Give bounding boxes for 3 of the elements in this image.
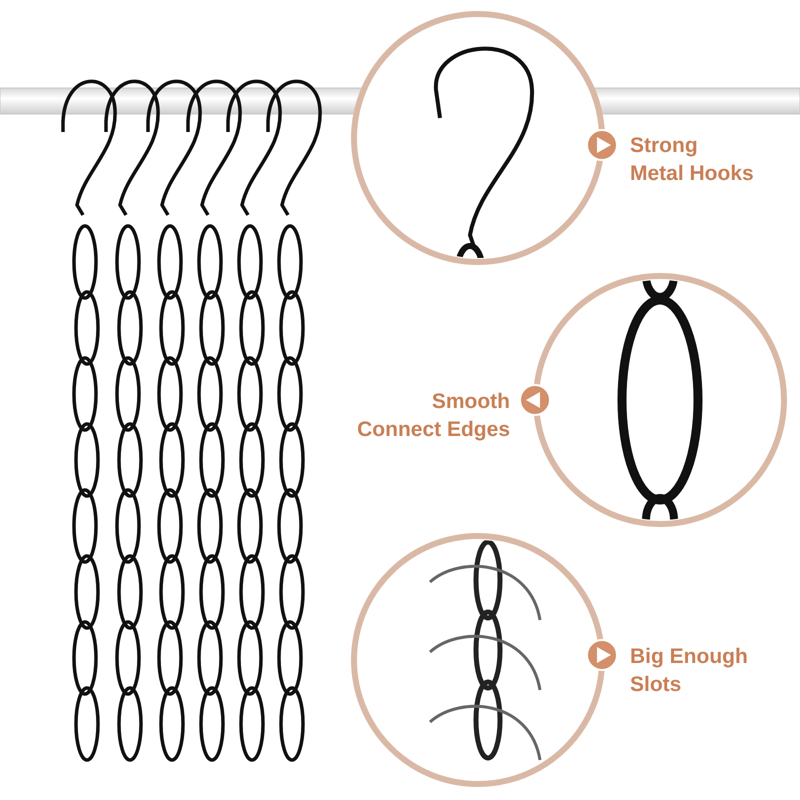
feature-label: Big Enough Slots [630, 644, 749, 698]
feature-label: Strong Metal Hooks [630, 133, 755, 187]
feature-label: Smooth Connect Edges [356, 389, 510, 443]
